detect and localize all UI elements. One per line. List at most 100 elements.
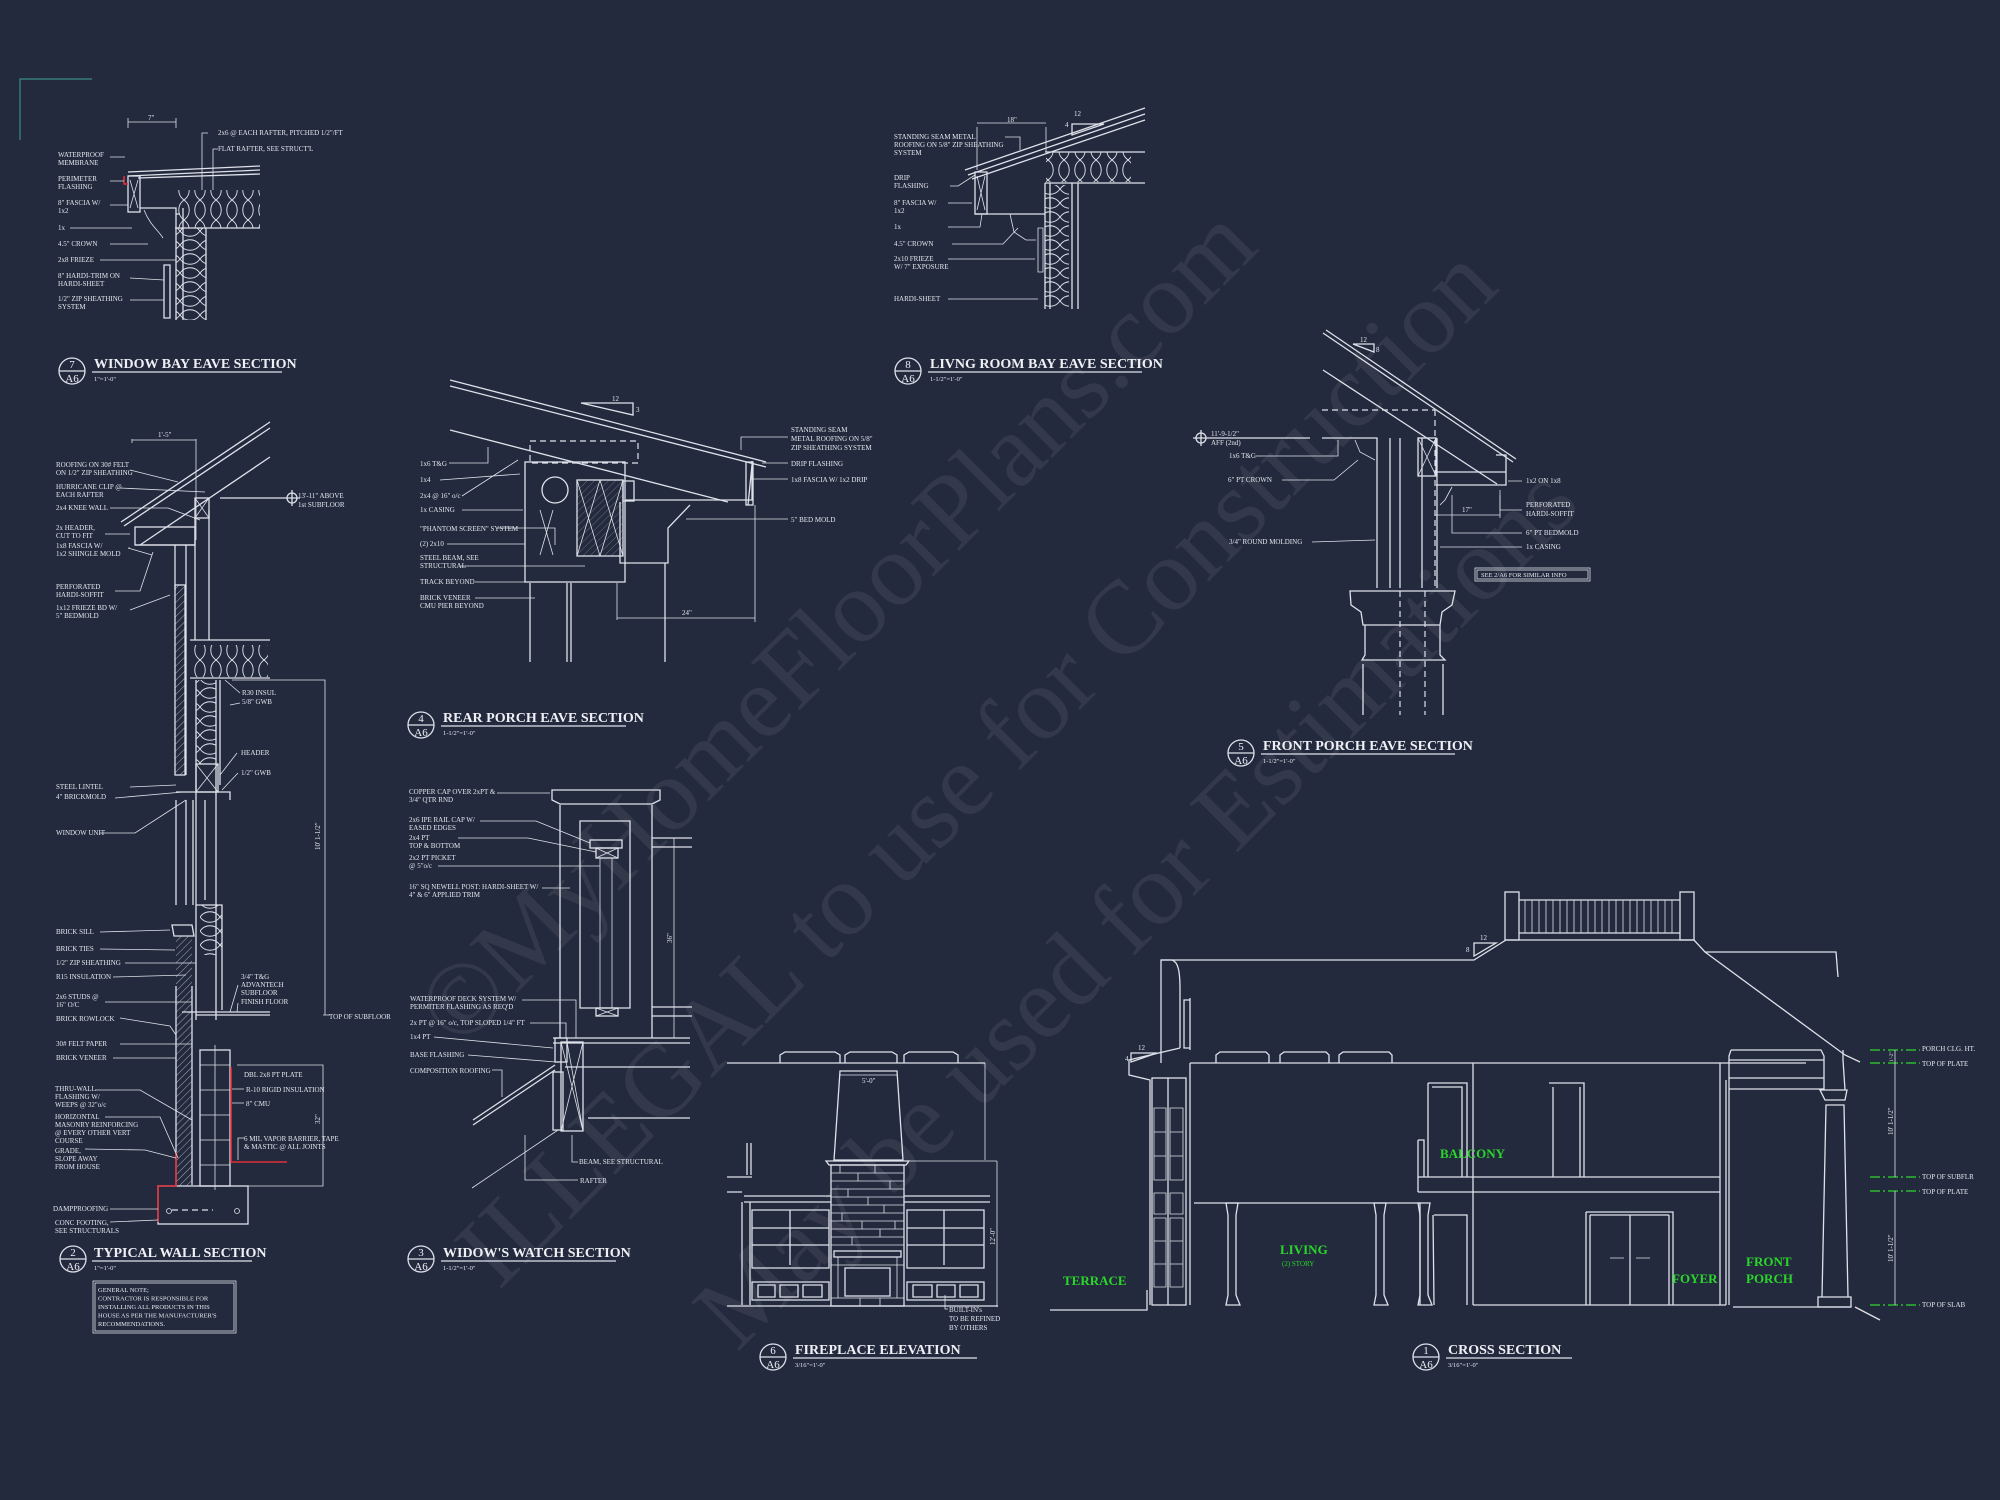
callout-label: 1x CASING [420,506,455,514]
detail-widows-watch: 36" COPPER CAP OVER 2xPT & 3/4" QTR RND … [407,788,692,1273]
detail-scale: 1-1/2"=1'-0" [930,376,963,383]
callout-label: BRICK SILL [56,928,94,936]
detail-title: FRONT PORCH EAVE SECTION [1263,739,1473,754]
detail-tag: 8 A6 [894,357,922,385]
sheet-number: A6 [1419,1359,1433,1371]
callout-label: CUT TO FIT [56,532,94,540]
general-note-box: GENERAL NOTE; CONTRACTOR IS RESPONSIBLE … [92,1280,237,1334]
sheet-number: A6 [414,1261,428,1273]
callout-label: W/ 7" EXPOSURE [894,263,949,271]
slope-run: 12 [1480,934,1488,942]
dimension-label: 5'-0" [862,1077,876,1085]
sheet-number: A6 [766,1359,780,1371]
callout-label: 8" HARDI-TRIM ON [58,272,120,280]
dimension-label: 10' 1-1/2" [314,822,322,850]
room-label-balcony: BALCONY [1440,1146,1506,1161]
callout-label: 2x4 @ 16" o/c [420,492,461,500]
callout-label: WATERPROOF [58,151,104,159]
callout-label: 5" BEDMOLD [56,612,99,620]
detail-number: 3 [418,1247,424,1259]
slope-run: 12 [1074,110,1082,118]
detail-number: 7 [69,359,75,371]
callout-label: ADVANTECH [241,981,284,989]
sheet-number: A6 [414,727,428,739]
detail-number: 8 [905,359,911,371]
callout-label: PERMITER FLASHING AS REQ'D [410,1003,513,1011]
callout-label: 5/8" GWB [242,698,272,706]
slope-rise: 4 [1125,1055,1129,1063]
callout-label: COMPOSITION ROOFING [410,1067,491,1075]
callout-label: BRICK VENEER [56,1054,107,1062]
callout-label: 2x4 PT [409,834,430,842]
dimension-label: 1'-2" [1889,1051,1895,1062]
callout-label: HARDI-SHEET [58,280,105,288]
callout-label: STEEL BEAM, SEE [420,554,479,562]
callout-label: 6 MIL VAPOR BARRIER, TAPE [244,1135,339,1143]
callout-label: SLOPE AWAY [55,1155,98,1163]
callout-label: CONC FOOTING, [55,1219,109,1227]
callout-label: ON 1/2" ZIP SHEATHING [56,469,133,477]
rear-porch-drawing: 24" 12 3 [439,379,788,662]
callout-label: 1x4 [420,476,431,484]
callout-label: 1x12 FRIEZE BD W/ [56,604,117,612]
callout-label: FLAT RAFTER, SEE STRUCT'L [218,145,313,153]
level-label: TOP OF PLATE [1922,1188,1968,1196]
detail-tag: 4 A6 [407,711,435,739]
dimension-label: 12'-0" [989,1228,997,1245]
callout-label: STEEL LINTEL [56,783,103,791]
callout-label: FLASHING [58,183,93,191]
detail-tag: 6 A6 [759,1343,787,1371]
callout-label: DRIP [894,174,910,182]
callout-label: HARDI-SHEET [894,295,941,303]
detail-title: CROSS SECTION [1448,1343,1561,1358]
callout-label: SEE STRUCTURALS [55,1227,119,1235]
note-line: BY OTHERS [949,1324,988,1332]
detail-number: 4 [418,713,424,725]
callout-label: 8" CMU [246,1100,270,1108]
detail-title: REAR PORCH EAVE SECTION [443,711,644,726]
slope-run: 12 [1138,1044,1146,1052]
callout-label: 1x4 PT [410,1033,431,1041]
detail-scale: 1-1/2"=1'-0" [443,730,476,737]
typical-wall-drawing: 1'-5" 10' 1- [84,421,330,1225]
corner-mark [19,78,92,140]
detail-title: LIVNG ROOM BAY EAVE SECTION [930,357,1163,372]
callout-label: COPPER CAP OVER 2xPT & [409,788,496,796]
callout-label: DBL 2x8 PT PLATE [244,1071,303,1079]
dimension-label: 24" [682,609,692,617]
detail-cross-section: 12 8 12 4 [1050,891,1975,1371]
cross-section-drawing: 12 8 12 4 [1050,891,1920,1321]
callout-label: ZIP SHEATHING SYSTEM [791,444,872,452]
room-label-terrace: TERRACE [1063,1273,1127,1288]
callout-label: THRU-WALL [55,1085,96,1093]
callout-label: FINISH FLOOR [241,998,289,1006]
callout-label: 1x8 FASCIA W/ [56,542,102,550]
callout-label: 30# FELT PAPER [56,1040,107,1048]
detail-number: 6 [770,1345,776,1357]
callout-label: R30 INSUL [242,689,276,697]
callout-label: 1x2 [894,207,905,215]
callout-label: 1/2" GWB [241,769,271,777]
callout-label: BRICK ROWLOCK [56,1015,115,1023]
detail-rear-porch-eave: 24" 12 3 1x6 T&G 1x4 2x4 @ 16" o/c 1x CA… [407,379,873,739]
callout-label: 2x6 STUDS @ [56,993,99,1001]
callout-label: COURSE [55,1137,83,1145]
slope-run: 12 [1360,336,1368,344]
slope-rise: 4 [1065,121,1069,129]
level-label: PORCH CLG. HT. [1922,1045,1975,1053]
callout-label: SYSTEM [58,303,86,311]
callout-label: BRICK VENEER [420,594,471,602]
callout-label: R15 INSULATION [56,973,111,981]
general-note-line: GENERAL NOTE; [98,1287,149,1294]
detail-scale: 1"=1'-0" [94,1265,116,1272]
callout-label: 1/2" ZIP SHEATHING [58,295,123,303]
detail-number: 1 [1423,1345,1429,1357]
callout-label: 3/4" T&G [241,973,269,981]
detail-scale: 1-1/2"=1'-0" [443,1265,476,1272]
detail-fireplace-elevation: 5'-0" 12'-0" BUILT-IN's TO BE REFINED BY… [727,1051,1000,1371]
detail-scale: 3/16"=1'-0" [1448,1362,1479,1369]
callout-label: 2x PT @ 16" o/c, TOP SLOPED 1/4" FT [410,1019,526,1027]
slope-rise: 3 [636,406,640,414]
dimension-label: 7" [148,114,155,122]
widows-watch-drawing: 36" [433,789,692,1189]
